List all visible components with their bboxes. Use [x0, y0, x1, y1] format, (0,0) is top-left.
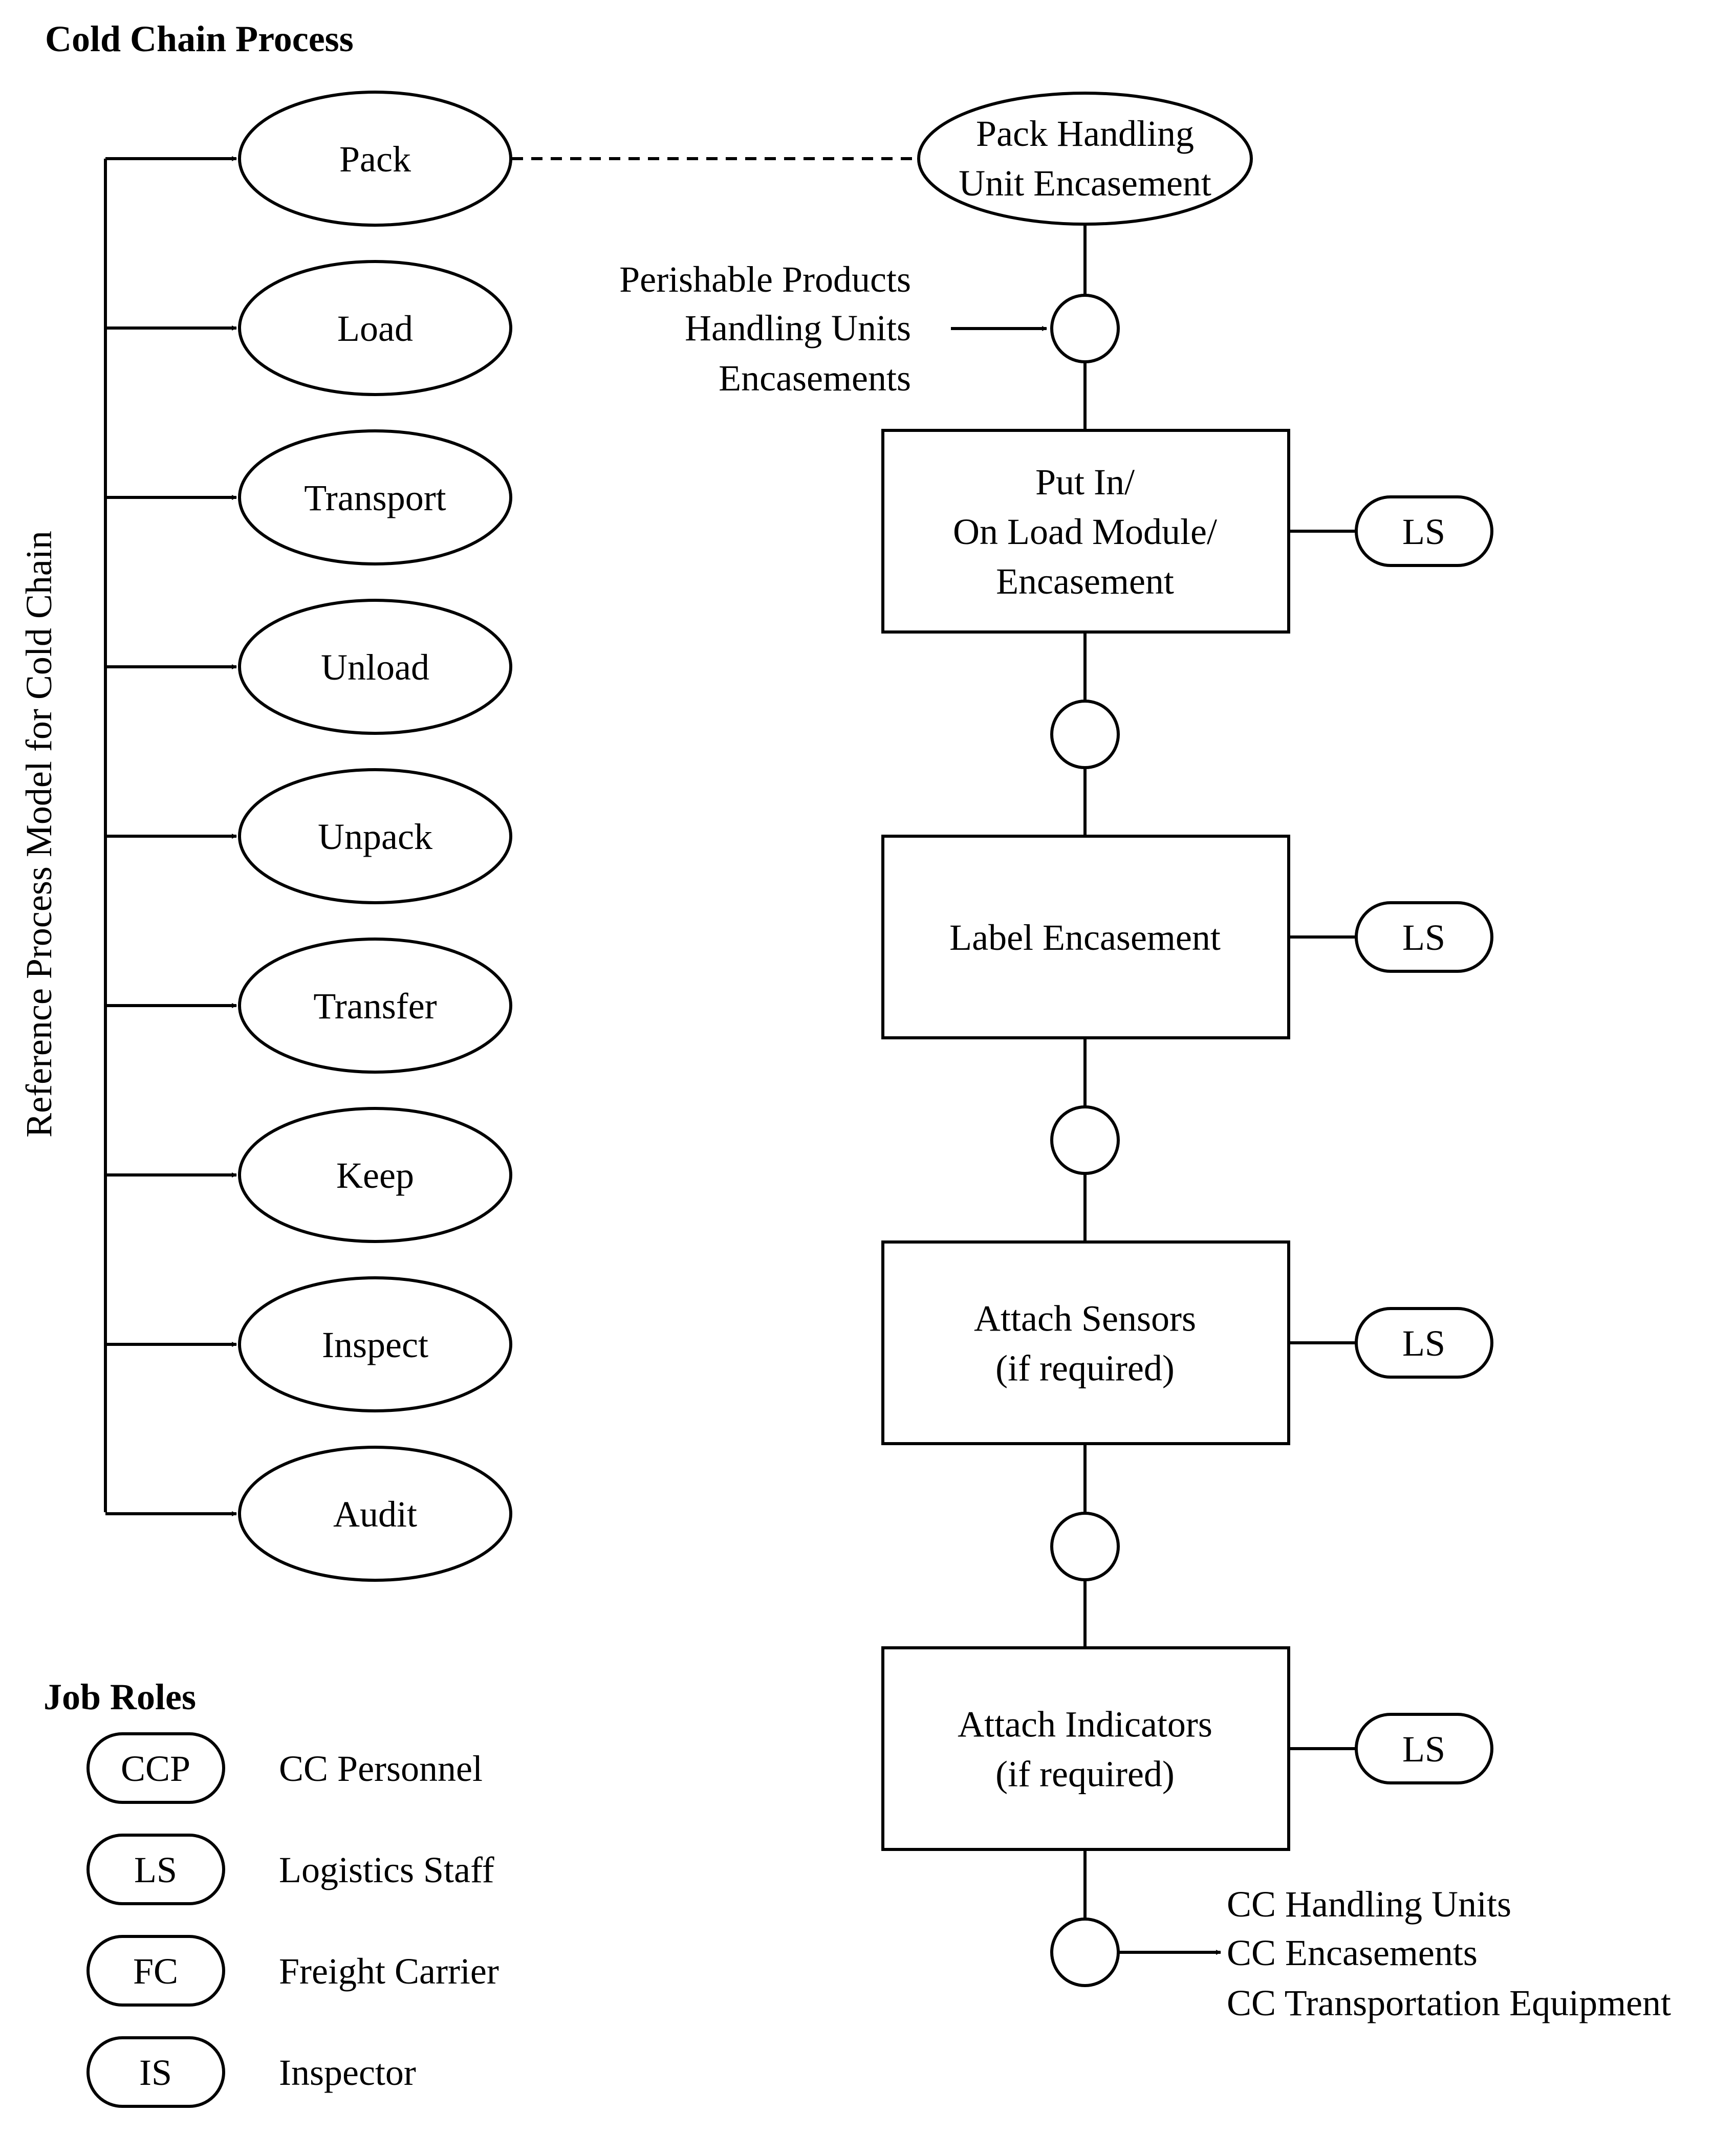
process-label: Unpack [318, 816, 432, 857]
output-item: CC Transportation Equipment [1227, 1982, 1671, 2023]
process-label: Pack [339, 139, 411, 180]
diagram-title: Cold Chain Process [45, 18, 354, 59]
input-item: Perishable Products [619, 259, 911, 300]
process-ellipse [238, 938, 512, 1074]
step-label: On Load Module/ [953, 511, 1217, 552]
role-description: CC Personnel [279, 1748, 483, 1789]
process-step: Attach Indicators (if required) LS [881, 1646, 1493, 1851]
process-ellipse [238, 768, 512, 904]
process-list: PackLoadTransportUnloadUnpackTransferKee… [105, 91, 512, 1582]
role-pill [1355, 1307, 1493, 1379]
process-ellipse [238, 1276, 512, 1412]
role-code: IS [139, 2052, 172, 2093]
process-item: Inspect [105, 1276, 512, 1412]
step-label: Attach Indicators [958, 1704, 1212, 1745]
step-label: (if required) [995, 1348, 1175, 1389]
step-box [881, 1240, 1290, 1445]
job-roles-title: Job Roles [44, 1676, 196, 1717]
flow-connector [1050, 1918, 1120, 1987]
role-description: Inspector [279, 2052, 416, 2093]
role-pill [86, 1935, 225, 2007]
role-code: LS [1402, 1323, 1445, 1364]
role-code: LS [1402, 511, 1445, 552]
process-label: Keep [336, 1155, 414, 1196]
job-role-item: FC Freight Carrier [86, 1935, 499, 2007]
step-list: Put In/On Load Module/EncasementLSLabel … [881, 294, 1493, 1987]
role-code: LS [134, 1849, 177, 1890]
job-role-item: IS Inspector [86, 2036, 416, 2108]
step-label: (if required) [995, 1754, 1175, 1795]
detail-title-line: Unit Encasement [959, 163, 1211, 204]
role-code: LS [1402, 1729, 1445, 1770]
process-ellipse [238, 1107, 512, 1243]
process-ellipse [238, 260, 512, 396]
input-list: Perishable Products Handling Units Encas… [619, 259, 911, 399]
role-description: Freight Carrier [279, 1951, 499, 1992]
flow-connector [1050, 700, 1120, 769]
role-pill [86, 1834, 225, 1905]
role-code: FC [133, 1951, 178, 1992]
job-role-item: CCP CC Personnel [86, 1732, 483, 1804]
flow-connector [1050, 1512, 1120, 1581]
process-item: Unpack [105, 768, 512, 904]
output-list: CC Handling Units CC Encasements CC Tran… [1227, 1884, 1671, 2023]
step-box [881, 429, 1290, 634]
role-pill [86, 2036, 225, 2108]
role-pill [86, 1732, 225, 1804]
step-label: Put In/ [1035, 462, 1135, 503]
job-role-item: LS Logistics Staff [86, 1834, 494, 1905]
role-code: LS [1402, 917, 1445, 958]
step-box [881, 835, 1290, 1039]
role-pill [1355, 1713, 1493, 1784]
detail-title-node: Pack Handling Unit Encasement [917, 92, 1253, 226]
process-step: Label Encasement LS [881, 835, 1493, 1039]
process-ellipse [238, 429, 512, 565]
process-ellipse [238, 599, 512, 735]
process-item: Unload [105, 599, 512, 735]
process-step: Put In/On Load Module/Encasement LS [881, 429, 1493, 634]
process-ellipse [238, 1446, 512, 1582]
flow-connector [1050, 294, 1120, 363]
process-item: Load [105, 260, 512, 396]
process-step: Attach Sensors (if required) LS [881, 1240, 1493, 1445]
process-label: Audit [333, 1494, 417, 1535]
process-label: Transfer [313, 986, 437, 1027]
flow-connector [1050, 1105, 1120, 1175]
input-item: Handling Units [685, 308, 911, 348]
process-label: Load [337, 308, 413, 349]
process-item: Transport [105, 429, 512, 565]
process-label: Unload [321, 647, 429, 688]
detail-title-line: Pack Handling [976, 113, 1194, 154]
process-item: Audit [105, 1446, 512, 1582]
role-pill [1355, 495, 1493, 567]
role-pill [1355, 901, 1493, 973]
process-item: Transfer [105, 938, 512, 1074]
process-item: Pack [105, 91, 512, 227]
process-ellipse [238, 91, 512, 227]
output-item: CC Handling Units [1227, 1884, 1511, 1925]
process-label: Inspect [322, 1324, 428, 1365]
step-label: Encasement [996, 561, 1174, 602]
process-item: Keep [105, 1107, 512, 1243]
role-description: Logistics Staff [279, 1849, 494, 1890]
step-label: Attach Sensors [974, 1298, 1196, 1339]
input-item: Encasements [719, 358, 911, 399]
step-label: Label Encasement [949, 917, 1221, 958]
process-label: Transport [304, 477, 446, 518]
role-code: CCP [121, 1748, 190, 1789]
step-box [881, 1646, 1290, 1851]
sidebar-label: Reference Process Model for Cold Chain [18, 531, 59, 1138]
output-item: CC Encasements [1227, 1932, 1478, 1973]
